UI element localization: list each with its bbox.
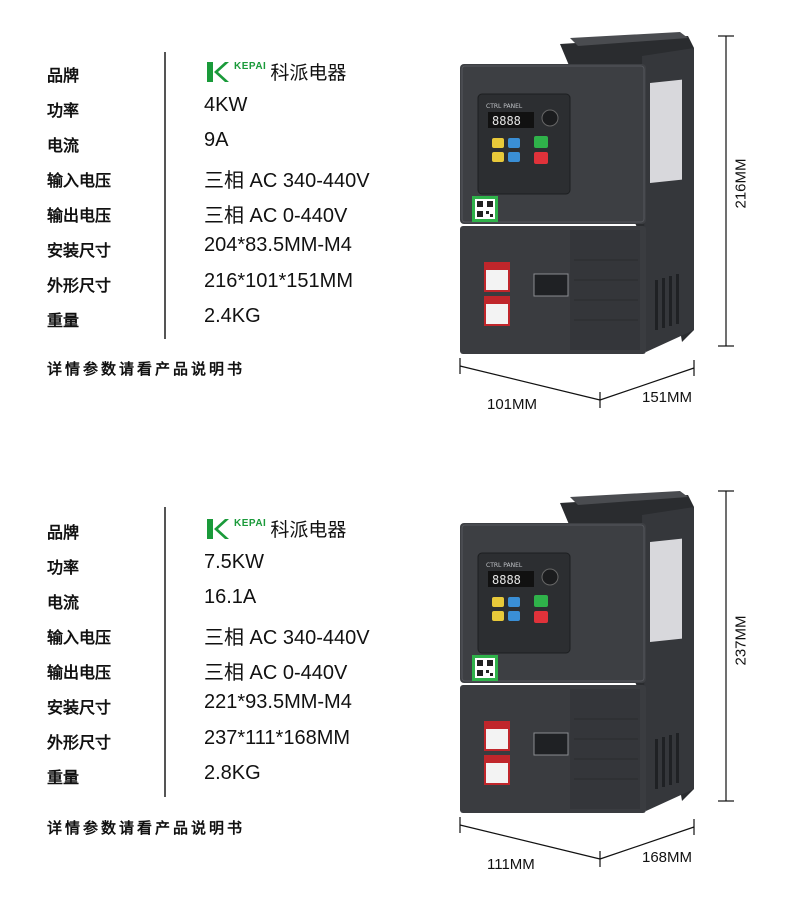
spec-label-output-voltage: 输出电压: [47, 206, 112, 225]
panel-label: CTRL PANEL: [486, 562, 523, 569]
spec-divider: [164, 52, 166, 339]
spec-label-current: 电流: [47, 593, 80, 612]
depth-dimension-label: 151MM: [642, 389, 693, 406]
product-panel-7-5kw: 品牌 功率 电流 输入电压 输出电压 安装尺寸 外形尺寸 重量 KEPAI 科派…: [0, 459, 790, 918]
spec-divider: [164, 507, 166, 797]
spec-value-weight: 2.4KG: [204, 305, 261, 327]
kepai-logo-icon: [207, 61, 229, 82]
inverter-product-image: CTRL PANEL 8888: [459, 490, 734, 867]
brand-cn-name: 科派电器: [270, 519, 347, 541]
spec-value-output-voltage: 三相 AC 0-440V: [204, 205, 348, 227]
depth-dimension-label: 168MM: [642, 849, 693, 866]
spec-label-mount-size: 安装尺寸: [47, 698, 112, 717]
spec-value-power: 4KW: [204, 94, 248, 116]
spec-label-weight: 重量: [47, 311, 80, 330]
spec-label-input-voltage: 输入电压: [47, 628, 112, 647]
spec-value-outer-size: 237*111*168MM: [204, 727, 351, 749]
spec-label-power: 功率: [47, 101, 80, 120]
brand-latin-name: KEPAI: [234, 61, 267, 72]
kepai-logo-icon: [207, 518, 229, 539]
spec-value-power: 7.5KW: [204, 551, 265, 573]
width-dimension-label: 111MM: [487, 856, 535, 873]
spec-label-output-voltage: 输出电压: [47, 663, 112, 682]
spec-value-output-voltage: 三相 AC 0-440V: [204, 662, 348, 684]
height-dimension-label: 237MM: [732, 615, 750, 666]
spec-label-weight: 重量: [47, 768, 80, 787]
spec-label-mount-size: 安装尺寸: [47, 241, 112, 260]
brand-logo-row: KEPAI 科派电器: [204, 58, 346, 85]
brand-latin-name: KEPAI: [234, 518, 267, 529]
brand-cn-name: 科派电器: [270, 62, 347, 84]
spec-value-outer-size: 216*101*151MM: [204, 270, 353, 292]
spec-value-input-voltage: 三相 AC 340-440V: [204, 170, 370, 192]
spec-label-current: 电流: [47, 136, 80, 155]
spec-label-brand: 品牌: [47, 523, 80, 542]
manual-note: 详情参数请看产品说明书: [47, 360, 246, 378]
spec-value-current: 9A: [204, 129, 229, 151]
panel-display: 8888: [492, 114, 521, 128]
spec-label-brand: 品牌: [47, 66, 80, 85]
spec-value-mount-size: 221*93.5MM-M4: [204, 691, 352, 713]
spec-value-input-voltage: 三相 AC 340-440V: [204, 627, 370, 649]
spec-label-power: 功率: [47, 558, 80, 577]
brand-logo-row: KEPAI 科派电器: [204, 515, 346, 542]
spec-value-current: 16.1A: [204, 586, 257, 608]
inverter-product-image: CTRL PANEL 8888: [459, 32, 734, 408]
manual-note: 详情参数请看产品说明书: [47, 819, 246, 837]
spec-label-outer-size: 外形尺寸: [47, 733, 112, 752]
spec-label-outer-size: 外形尺寸: [47, 276, 112, 295]
height-dimension-label: 216MM: [732, 158, 750, 209]
panel-display: 8888: [492, 573, 521, 587]
spec-value-weight: 2.8KG: [204, 762, 261, 784]
spec-label-input-voltage: 输入电压: [47, 171, 112, 190]
spec-value-mount-size: 204*83.5MM-M4: [204, 234, 352, 256]
panel-label: CTRL PANEL: [486, 103, 523, 110]
width-dimension-label: 101MM: [487, 396, 538, 413]
product-panel-4kw: 品牌 功率 电流 输入电压 输出电压 安装尺寸 外形尺寸 重量 KEPAI 科派…: [0, 0, 790, 459]
